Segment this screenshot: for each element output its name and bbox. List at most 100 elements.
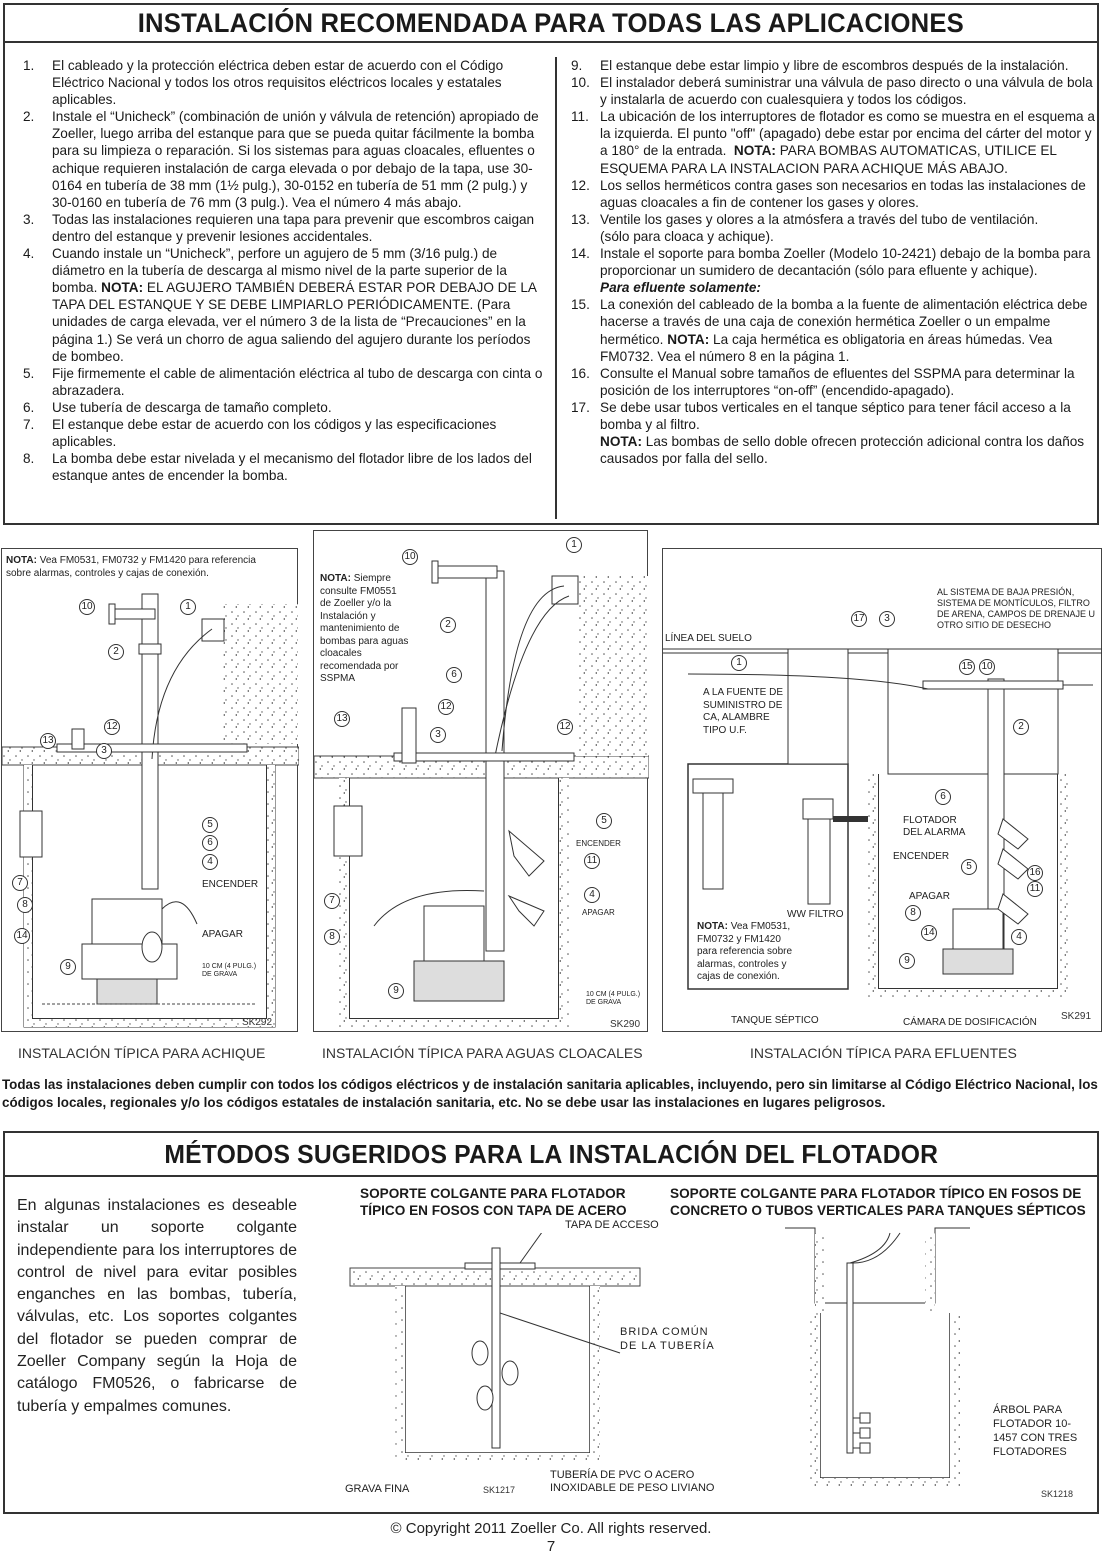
- cloacales-caption: INSTALACIÓN TÍPICA PARA AGUAS CLOACALES: [322, 1045, 643, 1061]
- list-item-text: Fije firmemente el cable de alimentación…: [52, 365, 543, 398]
- callout-number: 2: [1013, 719, 1029, 735]
- cloacales-grava-label: 10 CM (4 PULG.) DE GRAVA: [586, 991, 641, 1006]
- list-item: 5.Fije firmemente el cable de alimentaci…: [23, 365, 545, 399]
- list-item: 7.El estanque debe estar de acuerdo con …: [23, 416, 545, 450]
- list-item-number: 6.: [23, 399, 35, 415]
- sk1218-drawing: [785, 1227, 970, 1488]
- callout-number: 8: [17, 897, 33, 913]
- callout-number: 6: [935, 789, 951, 805]
- cloacales-diagram: NOTA: Siempre consulte FM0551 de Zoeller…: [313, 530, 649, 1032]
- list-item-text: El instalador deberá suministrar una vál…: [600, 75, 1093, 108]
- achique-caption: INSTALACIÓN TÍPICA PARA ACHIQUE: [18, 1045, 266, 1061]
- list-item-number: 13.: [571, 211, 590, 227]
- callout-number: 1: [731, 655, 747, 671]
- callout-number: 3: [96, 743, 112, 759]
- efluentes-linea-suelo: LÍNEA DEL SUELO: [665, 633, 752, 644]
- callout-number: 17: [851, 611, 867, 627]
- list-item: 16.Consulte el Manual sobre tamaños de e…: [571, 365, 1095, 399]
- sk1217-title: SOPORTE COLGANTE PARA FLOTADOR TÍPICO EN…: [360, 1186, 627, 1218]
- achique-encender-label: ENCENDER: [202, 879, 259, 890]
- float-methods-intro: En algunas instalaciones es deseable ins…: [17, 1197, 297, 1415]
- list-item-text: Instale el soporte para bomba Zoeller (M…: [600, 246, 1091, 279]
- sk1218-code: SK1218: [1041, 1489, 1074, 1499]
- list-item-number: 3.: [23, 211, 35, 227]
- callout-number: 10: [79, 599, 95, 615]
- sk1217-grava-label: GRAVA FINA: [345, 1483, 410, 1495]
- callout-number: 10: [979, 659, 995, 675]
- callout-number: 5: [596, 813, 612, 829]
- list-item: 12.Los sellos herméticos contra gases so…: [571, 177, 1095, 211]
- efluentes-flotador-alarma: FLOTADOR DEL ALARMA: [903, 815, 966, 838]
- callout-number: 8: [324, 929, 340, 945]
- installation-header: INSTALACIÓN RECOMENDADA PARA TODAS LAS A…: [5, 5, 1097, 43]
- achique-grava-label: 10 CM (4 PULG.) DE GRAVA: [202, 963, 257, 978]
- sk1217-drawing: [349, 1233, 641, 1461]
- efluentes-diagram: LÍNEA DEL SUELO AL SISTEMA DE BAJA PRESI…: [662, 548, 1102, 1032]
- callout-number: 14: [921, 925, 937, 941]
- list-item-number: 10.: [571, 75, 590, 91]
- list-item: 9. El estanque debe estar limpio y libre …: [571, 57, 1095, 74]
- list-item-number: 2.: [23, 109, 35, 125]
- list-item: 3. Todas las instalaciones requieren una …: [23, 211, 545, 245]
- list-item: 4.Cuando instale un “Unicheck”, perfore …: [23, 245, 545, 365]
- callout-number: 9: [60, 959, 76, 975]
- callout-number: 12: [104, 719, 120, 735]
- installation-title: INSTALACIÓN RECOMENDADA PARA TODAS LAS A…: [137, 7, 965, 38]
- list-item-text: La conexión del cableado de la bomba a l…: [600, 297, 1088, 364]
- efluentes-filtro-label: WW FILTRO: [787, 909, 844, 920]
- list-item: 11.La ubicación de los interruptores de …: [571, 108, 1095, 176]
- efluentes-caption: INSTALACIÓN TÍPICA PARA EFLUENTES: [750, 1045, 1017, 1061]
- callout-number: 16: [1027, 865, 1043, 881]
- list-item-text: El estanque debe estar limpio y libre de…: [600, 58, 1069, 73]
- float-methods-title: MÉTODOS SUGERIDOS PARA LA INSTALACIÓN DE…: [164, 1138, 938, 1169]
- callout-number: 14: [14, 928, 30, 944]
- callout-number: 1: [180, 599, 196, 615]
- callout-number: 9: [388, 983, 404, 999]
- list-item-text: La ubicación de los interruptores de flo…: [600, 109, 1095, 176]
- list-item-text: Todas las instalaciones requieren una ta…: [52, 211, 535, 244]
- efluentes-sistema-label: AL SISTEMA DE BAJA PRESIÓN, SISTEMA DE M…: [937, 587, 1096, 630]
- callout-number: 12: [557, 719, 573, 735]
- list-item: 6.Use tubería de descarga de tamaño comp…: [23, 399, 545, 416]
- efluentes-fuente-label: A LA FUENTE DE SUMINISTRO DE CA, ALAMBRE…: [703, 687, 784, 736]
- list-item-text: El cableado y la protección eléctrica de…: [52, 58, 504, 108]
- achique-apagar-label: APAGAR: [202, 929, 243, 940]
- efluentes-drawing: [663, 648, 1102, 999]
- list-item: 14. Instale el soporte para bomba Zoeller…: [571, 245, 1095, 279]
- list-item-number: 7.: [23, 416, 35, 432]
- cloacales-encender-label: ENCENDER: [576, 839, 621, 848]
- sk1218-arbol-label: ÁRBOL PARA FLOTADOR 10-1457 CON TRES FLO…: [993, 1404, 1078, 1458]
- callout-number: 10: [402, 549, 418, 565]
- callout-number: 5: [961, 859, 977, 875]
- list-item-text: La bomba debe estar nivelada y el mecani…: [52, 451, 532, 484]
- list-item: 1. El cableado y la protección eléctrica …: [23, 57, 545, 108]
- achique-diagram: NOTA: Vea FM0531, FM0732 y FM1420 para r…: [1, 548, 299, 1032]
- efluentes-note: NOTA: Vea FM0531, FM0732 y FM1420 para r…: [697, 921, 793, 982]
- list-item-number: 4.: [23, 246, 35, 262]
- list-item-number: 1.: [23, 58, 35, 73]
- list-item-number: 9.: [571, 58, 583, 73]
- list-subheading: Para efluente solamente:: [600, 280, 761, 296]
- page-number: 7: [546, 1538, 556, 1554]
- achique-code: SK292: [242, 1017, 273, 1028]
- instructions-right-column: 9. El estanque debe estar limpio y libre …: [571, 57, 1095, 467]
- list-item-number: 17.: [571, 399, 590, 415]
- cloacales-drawing: [314, 560, 649, 1029]
- callout-number: 12: [438, 699, 454, 715]
- cloacales-code: SK290: [610, 1019, 641, 1030]
- callout-number: 4: [202, 854, 218, 870]
- sk1217-tuberia-label: TUBERÍA DE PVC O ACERO INOXIDABLE DE PES…: [550, 1469, 715, 1494]
- disclaimer-text: Todas las instalaciones deben cumplir co…: [2, 1077, 1098, 1110]
- callout-number: 2: [108, 644, 124, 660]
- sk1218-title: SOPORTE COLGANTE PARA FLOTADOR TÍPICO EN…: [670, 1186, 1086, 1218]
- callout-number: 7: [12, 875, 28, 891]
- callout-number: 7: [324, 893, 340, 909]
- list-item-text: Consulte el Manual sobre tamaños de eflu…: [600, 365, 1075, 398]
- list-item-text: Ventile los gases y olores a la atmósfer…: [600, 211, 1039, 244]
- sk1217-brida-label: BRIDA COMÚN DE LA TUBERÍA: [620, 1326, 715, 1352]
- list-item-number: 14.: [571, 246, 590, 262]
- callout-number: 9: [899, 953, 915, 969]
- list-item: 8.La bomba debe estar nivelada y el meca…: [23, 450, 545, 484]
- callout-number: 2: [440, 617, 456, 633]
- float-methods-header: MÉTODOS SUGERIDOS PARA LA INSTALACIÓN DE…: [5, 1133, 1097, 1177]
